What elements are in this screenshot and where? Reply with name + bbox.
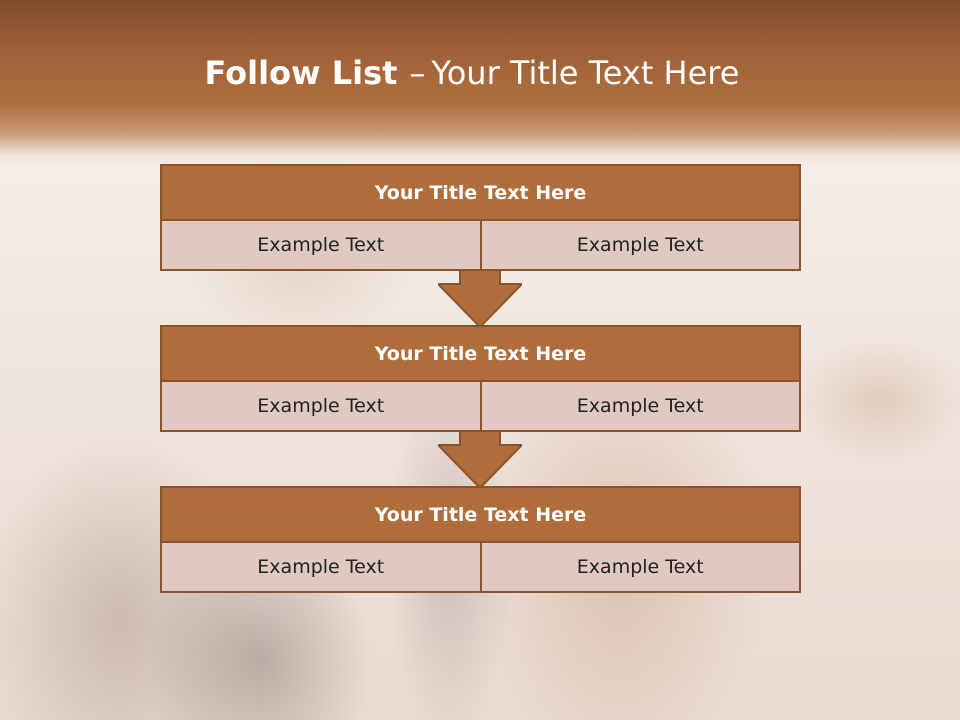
title-bold: Follow List xyxy=(204,54,398,92)
step-cell-right: Example Text xyxy=(481,543,801,593)
step-row: Example Text Example Text xyxy=(160,382,801,432)
down-arrow-icon xyxy=(438,270,522,328)
header-band xyxy=(0,0,960,170)
step-row: Example Text Example Text xyxy=(160,543,801,593)
step-cell-left: Example Text xyxy=(160,543,482,593)
slide-title: Follow List–Your Title Text Here xyxy=(0,54,944,92)
step-cell-left: Example Text xyxy=(160,221,482,271)
step-cell-right: Example Text xyxy=(481,221,801,271)
step-cell-right: Example Text xyxy=(481,382,801,432)
title-separator: – xyxy=(409,54,426,92)
step-row: Example Text Example Text xyxy=(160,221,801,271)
down-arrow-icon xyxy=(438,431,522,489)
title-rest: Your Title Text Here xyxy=(431,54,740,92)
step-box-2: Your Title Text Here Example Text Exampl… xyxy=(160,325,801,432)
step-box-3: Your Title Text Here Example Text Exampl… xyxy=(160,486,801,593)
step-box-1: Your Title Text Here Example Text Exampl… xyxy=(160,164,801,271)
step-heading: Your Title Text Here xyxy=(160,486,801,543)
step-heading: Your Title Text Here xyxy=(160,164,801,221)
step-cell-left: Example Text xyxy=(160,382,482,432)
step-heading: Your Title Text Here xyxy=(160,325,801,382)
